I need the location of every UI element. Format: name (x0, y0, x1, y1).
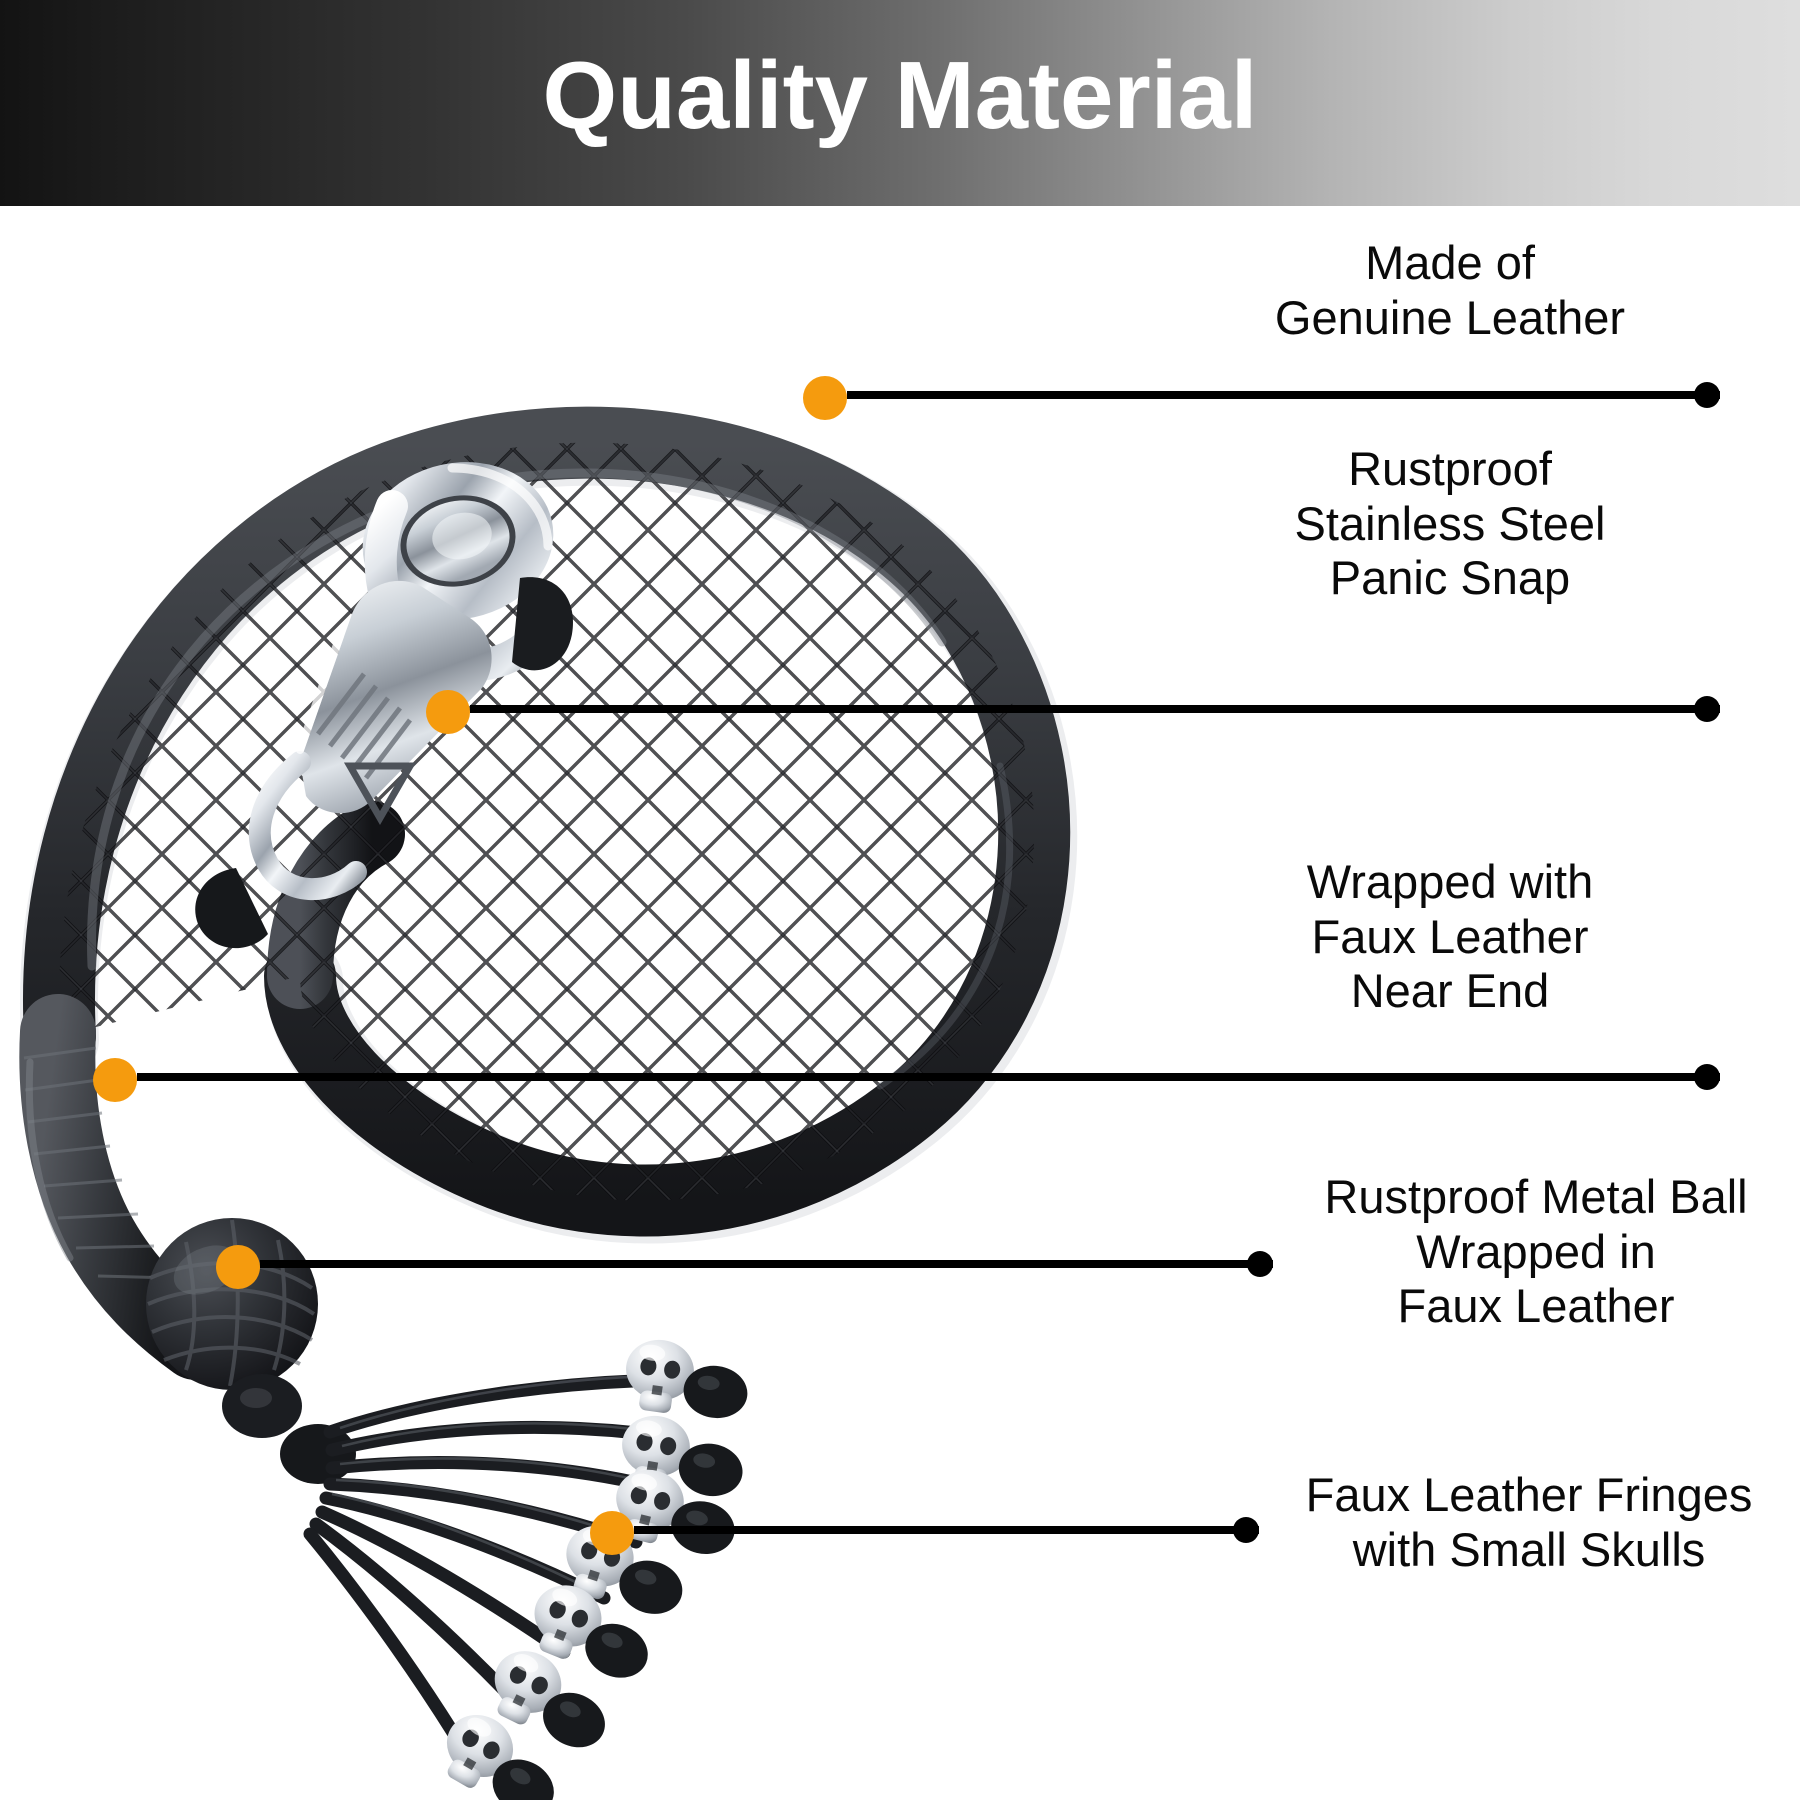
page-title: Quality Material (542, 42, 1258, 149)
callout-label-panic-snap: Rustproof Stainless Steel Panic Snap (1294, 442, 1606, 605)
callout-label-faux-leather-fringes: Faux Leather Fringes with Small Skulls (1305, 1468, 1753, 1576)
marker-dot-metal-ball (216, 1245, 260, 1289)
leader-line-genuine-leather (847, 391, 1720, 399)
leader-enddot-metal-ball (1247, 1251, 1273, 1277)
leader-enddot-faux-leather-near-end (1694, 1064, 1720, 1090)
faux-leather-fringes-with-skulls (280, 1339, 748, 1800)
header-banner: Quality Material (0, 0, 1800, 206)
leader-line-faux-leather-near-end (137, 1073, 1720, 1081)
marker-dot-genuine-leather (803, 376, 847, 420)
product-photo-braided-whip (19, 406, 1078, 1800)
leader-enddot-panic-snap (1694, 696, 1720, 722)
braided-leather-coil (20, 406, 1078, 1244)
marker-dot-faux-leather-fringes (590, 1511, 634, 1555)
leader-enddot-genuine-leather (1694, 382, 1720, 408)
marker-dot-panic-snap (426, 690, 470, 734)
leader-enddot-faux-leather-fringes (1233, 1517, 1259, 1543)
leader-line-faux-leather-fringes (634, 1526, 1259, 1534)
skull-bead-group (446, 1339, 748, 1800)
callout-label-genuine-leather: Made of Genuine Leather (1274, 236, 1626, 344)
leader-line-metal-ball (260, 1260, 1273, 1268)
callout-label-metal-ball: Rustproof Metal Ball Wrapped in Faux Lea… (1324, 1170, 1748, 1333)
leader-line-panic-snap (470, 705, 1720, 713)
marker-dot-faux-leather-near-end (93, 1058, 137, 1102)
stainless-steel-panic-snap (195, 462, 573, 949)
callout-label-faux-leather-near-end: Wrapped with Faux Leather Near End (1306, 855, 1594, 1018)
